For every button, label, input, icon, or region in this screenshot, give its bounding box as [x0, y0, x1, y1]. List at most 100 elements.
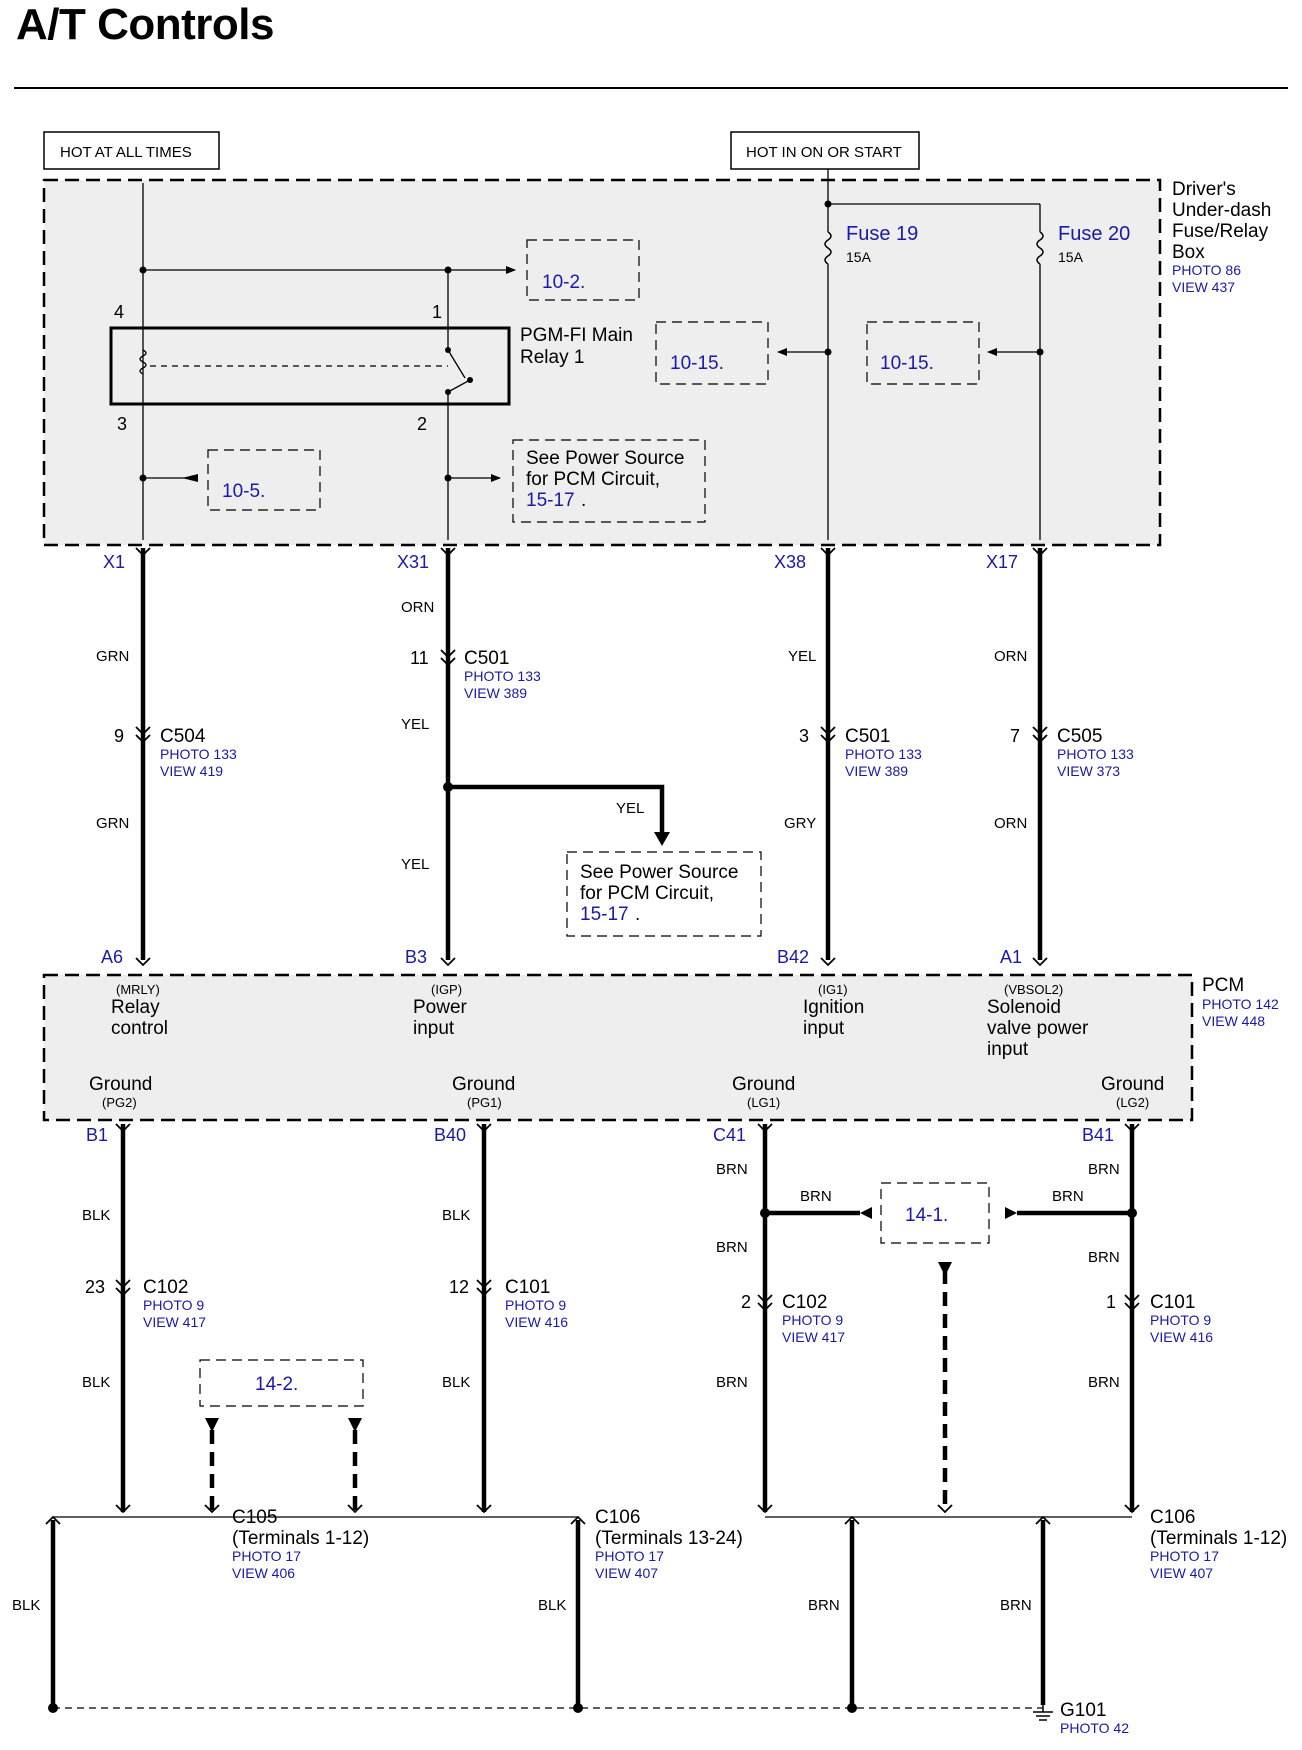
svg-text:PHOTO 17: PHOTO 17	[232, 1548, 301, 1564]
hot-at-all-times-label: HOT AT ALL TIMES	[60, 144, 192, 161]
ref-10-5[interactable]: 10-5.	[207, 449, 321, 511]
svg-text:10-15.: 10-15.	[880, 353, 934, 374]
relay-pin-4: 4	[114, 302, 124, 322]
svg-text:10-5.: 10-5.	[222, 481, 265, 502]
svg-text:12: 12	[449, 1277, 469, 1297]
svg-text:15A: 15A	[1058, 249, 1084, 265]
svg-text:15-17: 15-17	[580, 904, 629, 925]
ref-14-1[interactable]: 14-1.	[880, 1182, 990, 1244]
svg-text:VIEW 407: VIEW 407	[1150, 1565, 1213, 1581]
ground-path-arrows	[205, 1207, 1017, 1432]
svg-text:YEL: YEL	[788, 648, 816, 665]
svg-text:(VBSOL2): (VBSOL2)	[1004, 982, 1063, 997]
ref-10-15-right[interactable]: 10-15.	[866, 321, 980, 385]
lower-wire-colors: BLK BLK BLK BLK BRN BRN BRN BRN BRN BRN …	[12, 1161, 1120, 1614]
svg-text:BRN: BRN	[1052, 1188, 1084, 1205]
pcm-power-input: (IGP) Power input	[413, 982, 468, 1039]
svg-text:PHOTO 142: PHOTO 142	[1202, 996, 1279, 1012]
svg-text:(PG2): (PG2)	[102, 1095, 137, 1110]
svg-text:GRN: GRN	[96, 815, 129, 832]
svg-text:PHOTO 86: PHOTO 86	[1172, 262, 1241, 278]
svg-text:10-15.: 10-15.	[670, 353, 724, 374]
relay-pin-2: 2	[417, 414, 427, 434]
hot-in-on-box: HOT IN ON OR START	[730, 131, 920, 170]
svg-text:BLK: BLK	[538, 1597, 566, 1614]
main-wires	[140, 548, 1043, 960]
svg-text:C101: C101	[505, 1277, 550, 1298]
pcm-ground-lg1: Ground (LG1)	[732, 1074, 795, 1110]
svg-text:Driver's: Driver's	[1172, 179, 1236, 200]
svg-text:Ground: Ground	[1101, 1074, 1164, 1095]
connector-c101-right: 1 C101 PHOTO 9 VIEW 416	[1106, 1292, 1213, 1345]
svg-text:BLK: BLK	[12, 1597, 40, 1614]
svg-text:Under-dash: Under-dash	[1172, 200, 1271, 221]
svg-text:Solenoid: Solenoid	[987, 997, 1061, 1018]
ref-10-2[interactable]: 10-2.	[526, 239, 640, 301]
relay-label: PGM-FI Main Relay 1	[520, 325, 633, 368]
ref-power-source-lower[interactable]: See Power Source for PCM Circuit, 15-17 …	[566, 851, 762, 937]
ground-wires	[50, 1124, 1135, 1705]
svg-text:Relay: Relay	[111, 997, 160, 1018]
svg-text:PHOTO 42: PHOTO 42	[1060, 1720, 1129, 1736]
connector-c101-left: 12 C101 PHOTO 9 VIEW 416	[449, 1277, 568, 1330]
svg-text:BRN: BRN	[1088, 1374, 1120, 1391]
svg-text:(PG1): (PG1)	[467, 1095, 502, 1110]
pcm-pin-b42: B42	[777, 947, 809, 967]
connector-c102-left: 23 C102 PHOTO 9 VIEW 417	[85, 1277, 206, 1330]
svg-text:for PCM Circuit,: for PCM Circuit,	[580, 883, 714, 904]
svg-text:PHOTO 17: PHOTO 17	[595, 1548, 664, 1564]
svg-text:Relay 1: Relay 1	[520, 347, 584, 368]
svg-text:BRN: BRN	[716, 1239, 748, 1256]
ground-symbol-icon	[1033, 1705, 1053, 1721]
fuse-box-label: Driver's Under-dash Fuse/Relay Box PHOTO…	[1172, 179, 1271, 295]
svg-text:BRN: BRN	[716, 1161, 748, 1178]
svg-text:YEL: YEL	[401, 716, 429, 733]
svg-text:valve power: valve power	[987, 1018, 1089, 1039]
svg-text:3: 3	[799, 726, 809, 746]
fuse-20: Fuse 20 15A	[1058, 223, 1130, 265]
svg-text:VIEW 437: VIEW 437	[1172, 279, 1235, 295]
svg-text:7: 7	[1010, 726, 1020, 746]
svg-text:BRN: BRN	[800, 1188, 832, 1205]
svg-text:C101: C101	[1150, 1292, 1195, 1313]
svg-text:Ground: Ground	[452, 1074, 515, 1095]
relay-internals	[139, 318, 471, 412]
svg-text:VIEW 448: VIEW 448	[1202, 1013, 1265, 1029]
ref-10-15-left[interactable]: 10-15.	[655, 321, 769, 385]
svg-text:VIEW 416: VIEW 416	[505, 1314, 568, 1330]
relay-pin-3: 3	[117, 414, 127, 434]
svg-text:Ground: Ground	[89, 1074, 152, 1095]
pcm-relay-control: (MRLY) Relay control	[111, 982, 168, 1039]
svg-text:VIEW 373: VIEW 373	[1057, 763, 1120, 779]
svg-text:BLK: BLK	[82, 1207, 110, 1224]
connector-c505: 7 C505 PHOTO 133 VIEW 373	[1010, 726, 1134, 779]
fuse-symbols	[824, 231, 1044, 265]
svg-text:PHOTO 9: PHOTO 9	[1150, 1312, 1211, 1328]
pcm-pin-a1: A1	[1000, 947, 1022, 967]
ref-14-2[interactable]: 14-2.	[199, 1359, 364, 1407]
svg-text:GRN: GRN	[96, 648, 129, 665]
svg-text:PHOTO 133: PHOTO 133	[845, 746, 922, 762]
svg-text:ORN: ORN	[994, 815, 1027, 832]
connector-c106-middle: C106 (Terminals 13-24) PHOTO 17 VIEW 407	[595, 1507, 743, 1581]
ref-power-source-upper[interactable]: See Power Source for PCM Circuit, 15-17 …	[512, 439, 706, 523]
svg-text:YEL: YEL	[401, 856, 429, 873]
svg-text:BLK: BLK	[442, 1374, 470, 1391]
svg-text:PHOTO 133: PHOTO 133	[464, 668, 541, 684]
svg-text:for PCM Circuit,: for PCM Circuit,	[526, 469, 660, 490]
svg-text:BRN: BRN	[716, 1374, 748, 1391]
svg-text:Ignition: Ignition	[803, 997, 864, 1018]
svg-text:2: 2	[741, 1292, 751, 1312]
terminal-x1: X1	[103, 552, 125, 572]
svg-text:C504: C504	[160, 726, 206, 747]
svg-text:Fuse/Relay: Fuse/Relay	[1172, 221, 1269, 242]
svg-text:BRN: BRN	[808, 1597, 840, 1614]
svg-text:BRN: BRN	[1088, 1161, 1120, 1178]
svg-text:.: .	[635, 904, 640, 925]
svg-text:9: 9	[114, 726, 124, 746]
svg-text:VIEW 389: VIEW 389	[845, 763, 908, 779]
svg-text:PHOTO 9: PHOTO 9	[143, 1297, 204, 1313]
svg-text:.: .	[581, 490, 586, 511]
svg-text:input: input	[987, 1039, 1029, 1060]
svg-text:C501: C501	[464, 648, 509, 669]
